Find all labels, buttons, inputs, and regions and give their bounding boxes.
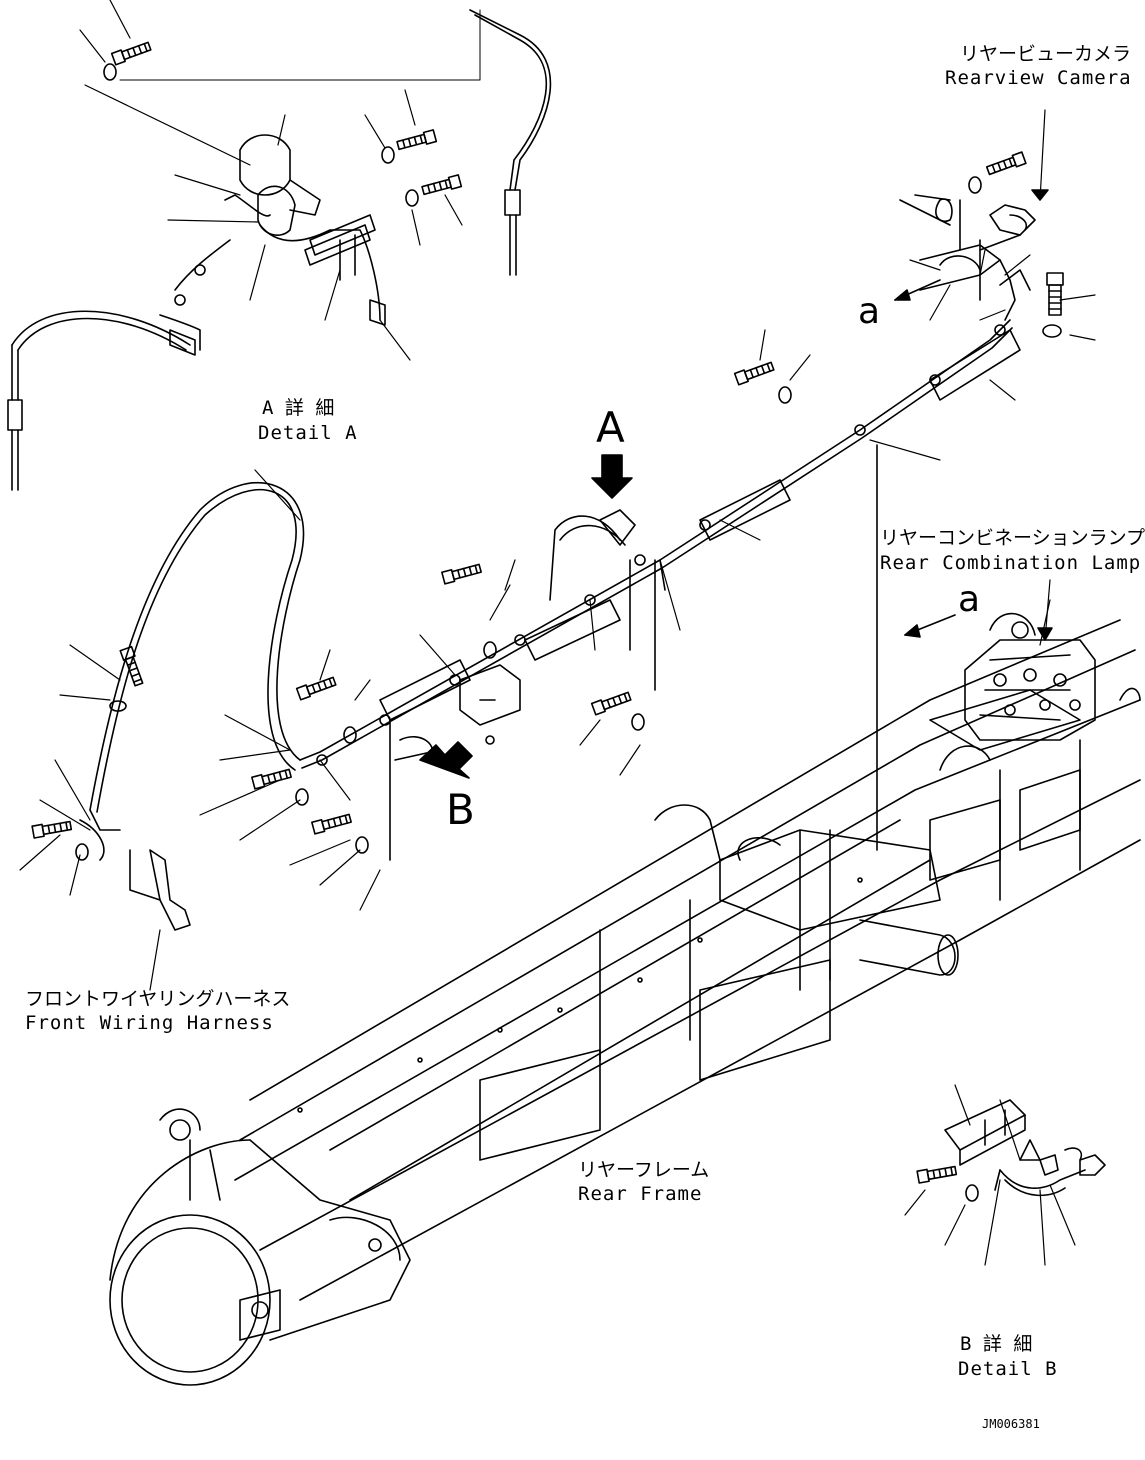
detail-a-label-en: Detail A [258,422,358,444]
reference-a-upper: a [858,291,881,332]
rearview-camera-label-jp: リヤービューカメラ [960,43,1132,65]
rear-frame-label-en: Rear Frame [578,1183,703,1205]
main-harness [79,319,1021,861]
view-b-letter: B [446,785,475,834]
detail-b-label-en: Detail B [958,1358,1058,1380]
camera-area [894,109,1064,338]
detail-a-label-jp: A 詳 細 [262,397,335,419]
detail-a-drawing [7,0,552,491]
view-arrows [419,454,633,779]
callout-leaders [19,249,1096,991]
hardware [31,361,792,931]
drawing-number: JM006381 [982,1417,1040,1431]
rear-frame-label-jp: リヤーフレーム [578,1159,710,1181]
front-wiring-harness-label-jp: フロントワイヤリングハーネス [25,988,291,1010]
rear-frame [234,619,1141,1301]
detail-b-drawing [904,1084,1106,1266]
view-a-letter: A [596,403,625,452]
rearview-camera-label-en: Rearview Camera [945,67,1132,89]
axle-housing [109,1108,411,1386]
rear-combination-lamp-drawing [904,579,1141,741]
rear-combination-lamp-label-jp: リヤーコンビネーションランプ [880,527,1145,549]
front-wiring-harness-label-en: Front Wiring Harness [25,1012,274,1034]
detail-b-label-jp: B 詳 細 [960,1333,1033,1355]
rear-combination-lamp-label-en: Rear Combination Lamp [880,552,1142,574]
reference-a-lower: a [958,579,981,620]
